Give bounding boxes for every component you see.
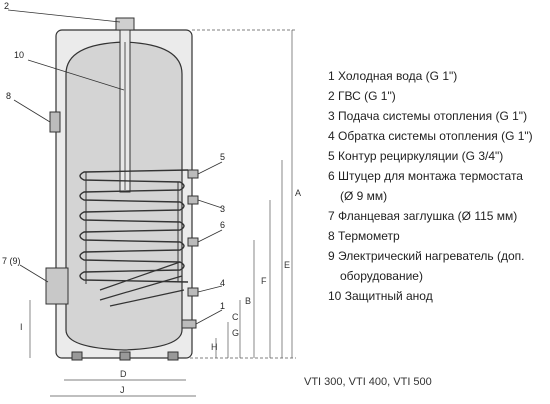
callout-4: 4 — [220, 278, 225, 288]
legend-item: 10 Защитный анод — [328, 289, 433, 303]
model-caption: VTI 300, VTI 400, VTI 500 — [304, 376, 432, 388]
foot-left — [71, 351, 83, 361]
dim-label-g: G — [232, 328, 239, 338]
legend-item: 9 Электрический нагреватель (доп. — [328, 249, 525, 263]
legend-item: 5 Контур рециркуляции (G 3/4") — [328, 149, 504, 163]
callout-5: 5 — [220, 152, 225, 162]
legend-item: 1 Холодная вода (G 1") — [328, 69, 458, 83]
callout-1: 1 — [220, 301, 225, 311]
dim-label-f: F — [261, 276, 267, 286]
legend-item-continuation: (Ø 9 мм) — [340, 189, 388, 203]
legend-item-continuation: оборудование) — [340, 269, 423, 283]
flange-cover — [45, 267, 69, 305]
dimension-lines — [29, 29, 296, 397]
callout-2: 2 — [4, 1, 9, 11]
tank-body — [65, 41, 183, 351]
return-fitting — [187, 287, 199, 297]
callout-8: 8 — [6, 91, 11, 101]
dim-label-h: H — [211, 342, 218, 352]
dim-label-c: C — [232, 312, 239, 322]
dim-label-j: J — [120, 385, 125, 395]
sensor-fitting — [187, 237, 199, 247]
thermometer — [49, 111, 61, 133]
legend-item: 7 Фланцевая заглушка (Ø 115 мм) — [328, 209, 518, 223]
foot-middle — [119, 351, 131, 361]
cold-fitting — [181, 319, 197, 329]
legend: 1 Холодная вода (G 1") 2 ГВС (G 1") 3 По… — [328, 66, 548, 306]
legend-item: 8 Термометр — [328, 229, 400, 243]
dim-label-e: E — [284, 260, 290, 270]
callout-6: 6 — [220, 220, 225, 230]
callout-10: 10 — [14, 50, 24, 60]
foot-right — [167, 351, 179, 361]
legend-item: 6 Штуцер для монтажа термостата — [328, 169, 523, 183]
legend-item: 3 Подача системы отопления (G 1") — [328, 109, 528, 123]
dim-label-i: I — [20, 322, 23, 332]
callout-3: 3 — [220, 204, 225, 214]
leader-lines — [7, 9, 223, 325]
heating-coil — [79, 169, 189, 307]
legend-item: 2 ГВС (G 1") — [328, 89, 396, 103]
legend-item: 4 Обратка системы отопления (G 1") — [328, 129, 533, 143]
dim-label-a: A — [295, 188, 301, 198]
dim-label-d: D — [120, 369, 127, 379]
flow-fitting — [187, 195, 199, 205]
top-fitting — [115, 17, 135, 31]
callout-7-9: 7 (9) — [2, 256, 21, 266]
recirc-fitting — [187, 169, 199, 179]
dim-label-b: B — [245, 296, 251, 306]
